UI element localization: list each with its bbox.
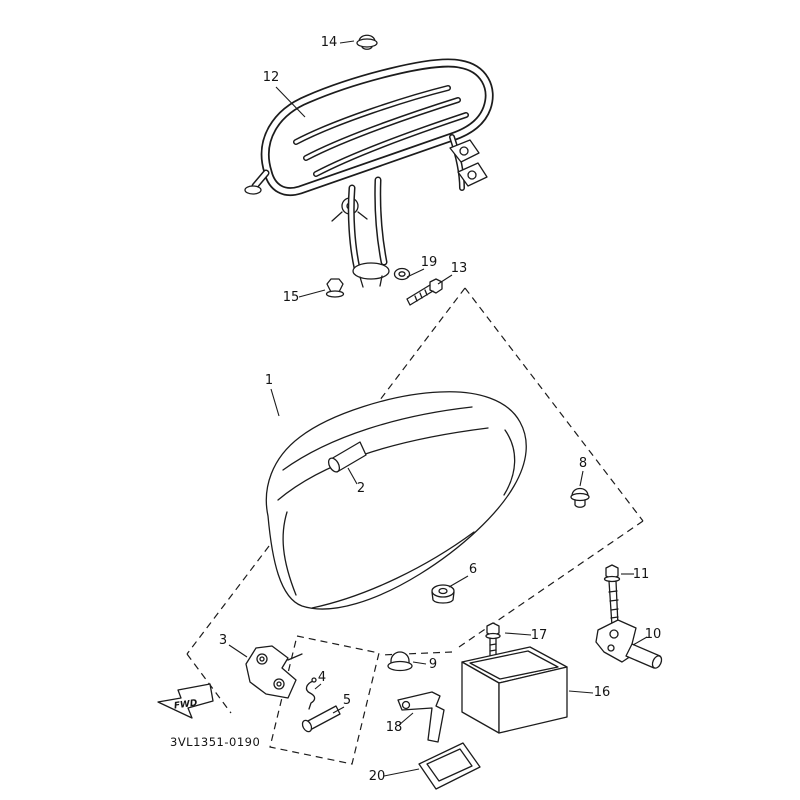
part-label-17: 17 <box>531 628 548 643</box>
part-label-3: 3 <box>219 633 227 648</box>
washer-19 <box>393 267 411 281</box>
part-label-6: 6 <box>469 562 477 577</box>
seat <box>265 391 527 610</box>
flange-nut-15 <box>325 278 345 298</box>
part-label-2: 2 <box>357 481 365 496</box>
bolt-13 <box>406 278 443 306</box>
cap-nut-14 <box>356 34 378 50</box>
seat-pipe-2 <box>327 441 367 473</box>
part-label-4: 4 <box>318 670 326 685</box>
grommet-6 <box>431 584 455 604</box>
fwd-label: FWD <box>173 698 198 711</box>
seat-lock-10 <box>595 619 663 669</box>
bracket-3 <box>245 645 303 699</box>
bolt-11 <box>603 564 621 627</box>
diagram-code: 3VL1351-0190 <box>170 735 260 749</box>
pin-5 <box>301 705 341 733</box>
leader-lines <box>228 40 648 777</box>
part-label-1: 1 <box>265 373 273 388</box>
part-label-15: 15 <box>283 290 300 305</box>
damper-8 <box>570 487 590 508</box>
part-label-13: 13 <box>451 261 468 276</box>
lever-18 <box>397 691 445 743</box>
clip-4 <box>305 677 317 710</box>
part-label-14: 14 <box>321 35 338 50</box>
part-label-18: 18 <box>386 720 403 735</box>
part-label-10: 10 <box>645 627 662 642</box>
luggage-rack <box>244 58 494 288</box>
part-label-11: 11 <box>633 567 650 582</box>
part-label-9: 9 <box>429 657 437 672</box>
part-label-19: 19 <box>421 255 438 270</box>
fwd-arrow-icon <box>157 683 214 719</box>
plate-20 <box>418 742 481 790</box>
part-label-20: 20 <box>369 769 386 784</box>
part-label-8: 8 <box>579 456 587 471</box>
part-label-16: 16 <box>594 685 611 700</box>
part-label-5: 5 <box>343 693 351 708</box>
part-label-12: 12 <box>263 70 280 85</box>
cap-nut-9 <box>387 651 413 672</box>
storage-box-16 <box>461 646 568 734</box>
